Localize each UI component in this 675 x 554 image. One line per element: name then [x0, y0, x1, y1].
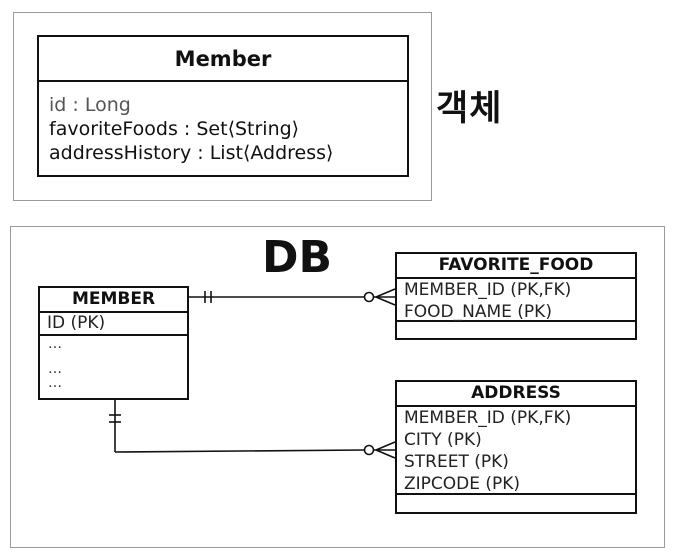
address-table-name: ADDRESS — [397, 382, 635, 407]
object-label: 객체 — [436, 89, 503, 129]
member-class-name: Member — [39, 37, 407, 82]
member-table: MEMBER ID (PK) … … … — [38, 286, 189, 400]
ellipsis-row: … — [48, 361, 62, 377]
attribute-address-history: addressHistory : List⟨Address⟩ — [49, 142, 334, 164]
crows-foot-mark — [375, 296, 396, 306]
member-class-attributes: id : Long favoriteFoods : Set⟨String⟩ ad… — [39, 82, 407, 165]
db-label: DB — [262, 232, 333, 283]
member-address-relationship — [109, 400, 396, 459]
member-table-pk-section: ID (PK) — [40, 313, 187, 336]
member-table-name: MEMBER — [40, 288, 187, 313]
favorite-food-member-id-column: MEMBER_ID (PK,FK) — [404, 280, 572, 300]
ellipsis-row: … — [48, 375, 62, 391]
address-columns: MEMBER_ID (PK,FK) CITY (PK) STREET (PK) … — [397, 407, 635, 495]
address-member-id-column: MEMBER_ID (PK,FK) — [404, 408, 572, 428]
crows-foot-mark — [375, 449, 396, 459]
optional-circle-mark — [363, 444, 375, 456]
favorite-food-table: FAVORITE_FOOD MEMBER_ID (PK,FK) FOOD_NAM… — [395, 252, 637, 340]
address-table: ADDRESS MEMBER_ID (PK,FK) CITY (PK) STRE… — [395, 380, 637, 514]
member-class-box: Member id : Long favoriteFoods : Set⟨Str… — [37, 35, 409, 177]
street-column: STREET (PK) — [404, 452, 509, 472]
ellipsis-row: … — [48, 336, 62, 352]
attribute-id: id : Long — [49, 94, 131, 116]
member-id-column: ID (PK) — [47, 313, 106, 333]
crows-foot-mark — [375, 288, 396, 298]
member-favorite-food-relationship — [189, 288, 396, 306]
attribute-favorite-foods: favoriteFoods : Set⟨String⟩ — [49, 118, 300, 140]
crows-foot-mark — [375, 441, 396, 451]
member-table-other-columns: … … … — [40, 337, 187, 391]
city-column: CITY (PK) — [404, 430, 482, 450]
food-name-column: FOOD_NAME (PK) — [404, 302, 552, 322]
favorite-food-columns: MEMBER_ID (PK,FK) FOOD_NAME (PK) — [397, 279, 635, 322]
zipcode-column: ZIPCODE (PK) — [404, 474, 521, 494]
optional-circle-mark — [363, 291, 375, 303]
favorite-food-table-name: FAVORITE_FOOD — [397, 254, 635, 279]
